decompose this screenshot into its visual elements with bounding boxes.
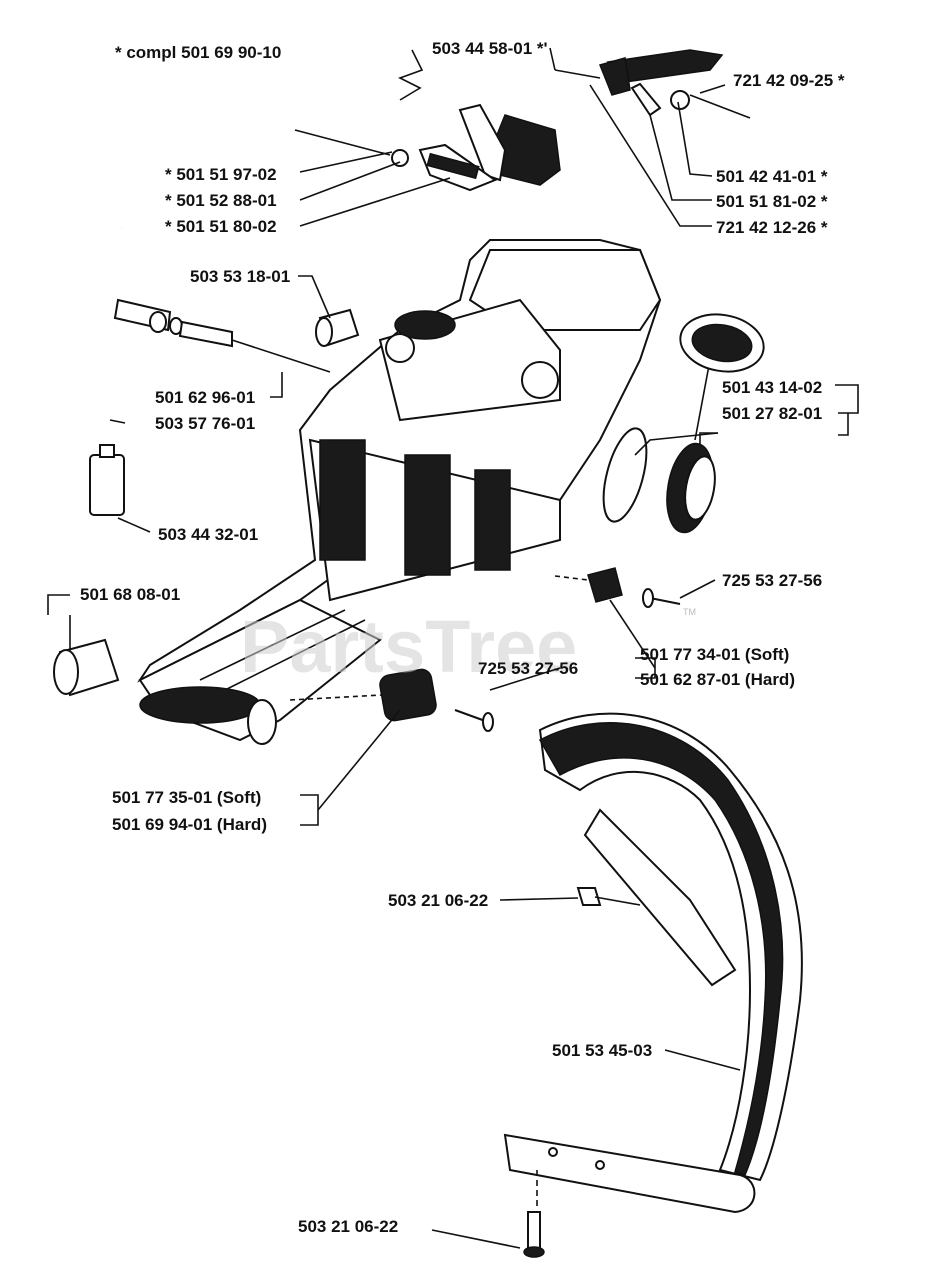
bushing-part (315, 308, 360, 347)
label-compl: * compl 501 69 90-10 (115, 43, 281, 62)
throttle-lock (554, 49, 751, 119)
buffer-part (53, 638, 120, 697)
label-503-57-76-01: 503 57 76-01 (155, 414, 255, 433)
label-501-51-97-02: * 501 51 97-02 (165, 165, 277, 184)
tank-housing (137, 239, 662, 745)
label-501-77-34-01: 501 77 34-01 (Soft) (640, 645, 789, 664)
label-501-43-14-02: 501 43 14-02 (722, 378, 822, 397)
label-501-42-41-01: 501 42 41-01 * (716, 167, 828, 186)
front-handle (503, 712, 803, 1214)
label-721-42-12-26: 721 42 12-26 * (716, 218, 828, 237)
trigger-assembly (391, 103, 561, 192)
label-501-62-87-01: 501 62 87-01 (Hard) (640, 670, 795, 689)
label-725-53-27-56-mid: 725 53 27-56 (478, 659, 578, 678)
label-501-51-80-02: * 501 51 80-02 (165, 217, 277, 236)
label-503-44-58-01: 503 44 58-01 *' (432, 39, 548, 58)
label-501-51-81-02: 501 51 81-02 * (716, 192, 828, 211)
label-501-77-35-01: 501 77 35-01 (Soft) (112, 788, 261, 807)
label-501-68-08-01: 501 68 08-01 (80, 585, 180, 604)
leader-lines (47, 47, 859, 1249)
label-501-53-45-03: 501 53 45-03 (552, 1041, 652, 1060)
pin-part (294, 129, 391, 156)
label-725-53-27-56-right: 725 53 27-56 (722, 571, 822, 590)
screw-mid (576, 887, 641, 906)
av-element-right (587, 567, 681, 608)
fuel-filter (89, 444, 125, 516)
label-501-69-94-01: 501 69 94-01 (Hard) (112, 815, 267, 834)
watermark-tm: TM (683, 607, 696, 617)
fuel-hose (101, 227, 331, 441)
label-501-62-96-01: 501 62 96-01 (155, 388, 255, 407)
label-503-44-32-01: 503 44 32-01 (158, 525, 258, 544)
label-503-21-06-22-mid: 503 21 06-22 (388, 891, 488, 910)
screw-bottom (523, 1170, 545, 1258)
label-503-53-18-01: 503 53 18-01 (190, 267, 290, 286)
label-721-42-09-25: 721 42 09-25 * (733, 71, 845, 90)
fuel-cap (602, 313, 765, 534)
av-element-lower (379, 668, 494, 732)
watermark: PartsTree (240, 605, 577, 688)
label-501-27-82-01: 501 27 82-01 (722, 404, 822, 423)
spring-part (397, 49, 424, 101)
label-503-21-06-22-bottom: 503 21 06-22 (298, 1217, 398, 1236)
label-501-52-88-01: * 501 52 88-01 (165, 191, 277, 210)
